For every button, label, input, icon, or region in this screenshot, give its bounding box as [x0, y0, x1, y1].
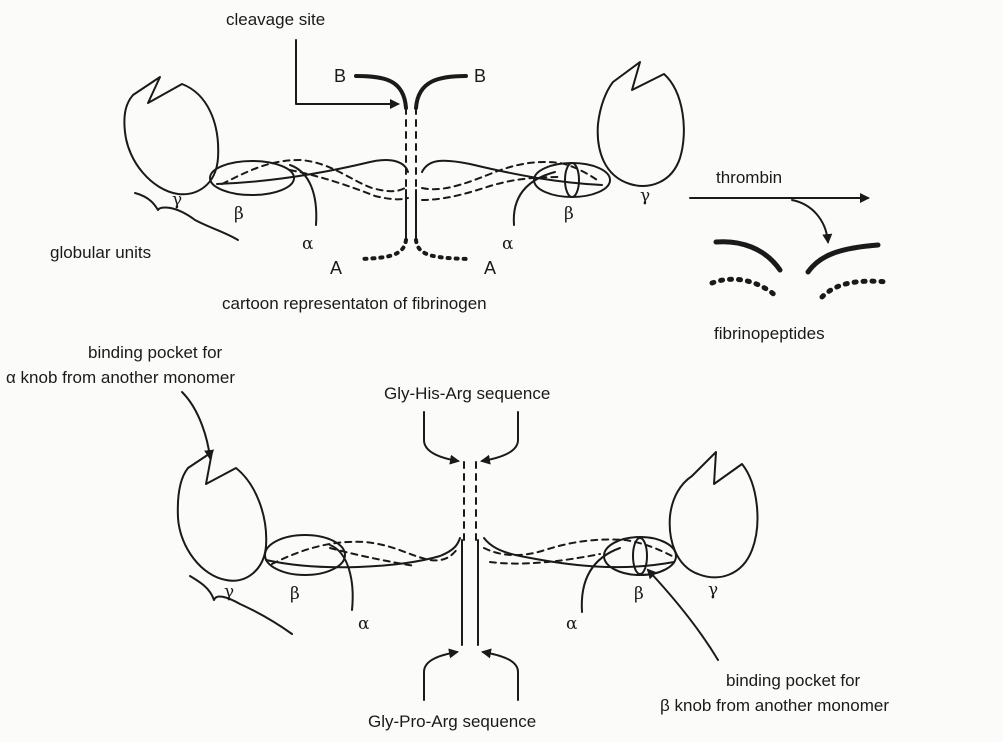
top-left-alpha-label: α	[302, 234, 313, 254]
beta-pocket-label-line1: binding pocket for	[726, 671, 860, 691]
gly-his-arg-arrow-right	[482, 412, 518, 461]
bottom-left-alpha-label: α	[358, 614, 369, 634]
top-right-beta-label: β	[564, 204, 574, 224]
bottom-left-alpha-chain	[330, 545, 353, 610]
a-label-left: A	[330, 258, 342, 278]
bottom-left-beta-label: β	[290, 584, 300, 604]
cleavage-site-arrow	[296, 40, 398, 104]
gly-his-arg-arrow-left	[424, 412, 458, 461]
gly-pro-arg-arrow-right	[483, 652, 518, 700]
top-right-beta-inner	[565, 163, 579, 197]
gly-pro-arg-label: Gly-Pro-Arg sequence	[368, 712, 536, 732]
bottom-right-alpha-chain	[582, 548, 620, 612]
bottom-left-globular-head	[178, 452, 266, 581]
top-right-alpha-label: α	[502, 234, 513, 254]
bottom-right-beta-label: β	[634, 584, 644, 604]
bottom-left-beta-ellipse	[265, 535, 345, 575]
b-label-left: B	[334, 66, 346, 86]
top-left-gamma-brace	[135, 193, 238, 240]
a-label-right: A	[484, 258, 496, 278]
fibrinopeptide-a-left	[712, 279, 776, 296]
alpha-pocket-arrow	[182, 392, 210, 458]
a-chain-right	[416, 240, 470, 259]
fibrinopeptide-b-left	[716, 242, 780, 270]
fibrinopeptide-b-right	[808, 245, 878, 272]
bottom-right-gamma-label: γ	[708, 580, 718, 600]
bottom-right-alpha-label: α	[566, 614, 577, 634]
cleavage-site-label: cleavage site	[226, 10, 325, 30]
alpha-pocket-label-line2: α knob from another monomer	[6, 368, 235, 388]
thrombin-curve-arrow	[792, 200, 828, 242]
top-left-beta-label: β	[234, 204, 244, 224]
fibrinopeptide-a-right	[822, 281, 888, 297]
b-label-right: B	[474, 66, 486, 86]
globular-units-label: globular units	[50, 243, 151, 263]
gly-pro-arg-arrow-left	[424, 652, 457, 700]
fibrinopeptides-label: fibrinopeptides	[714, 324, 825, 344]
top-right-coil-dashed	[422, 162, 600, 189]
beta-pocket-label-line2: β knob from another monomer	[660, 696, 889, 716]
gly-his-arg-label: Gly-His-Arg sequence	[384, 384, 550, 404]
a-chain-left	[360, 240, 406, 259]
top-right-globular-head	[598, 62, 684, 186]
top-left-globular-head	[124, 77, 218, 194]
bottom-left-gamma-label: γ	[224, 582, 234, 602]
bottom-right-globular-head	[670, 452, 758, 577]
cartoon-caption: cartoon representaton of fibrinogen	[222, 294, 487, 314]
top-right-gamma-label: γ	[640, 186, 650, 206]
b-chain-right	[416, 76, 466, 108]
bottom-left-gamma-brace	[190, 576, 292, 634]
bottom-left-coil-dashed	[272, 542, 458, 564]
thrombin-label: thrombin	[716, 168, 782, 188]
alpha-pocket-label-line1: binding pocket for	[88, 343, 222, 363]
top-left-gamma-label: γ	[172, 190, 182, 210]
